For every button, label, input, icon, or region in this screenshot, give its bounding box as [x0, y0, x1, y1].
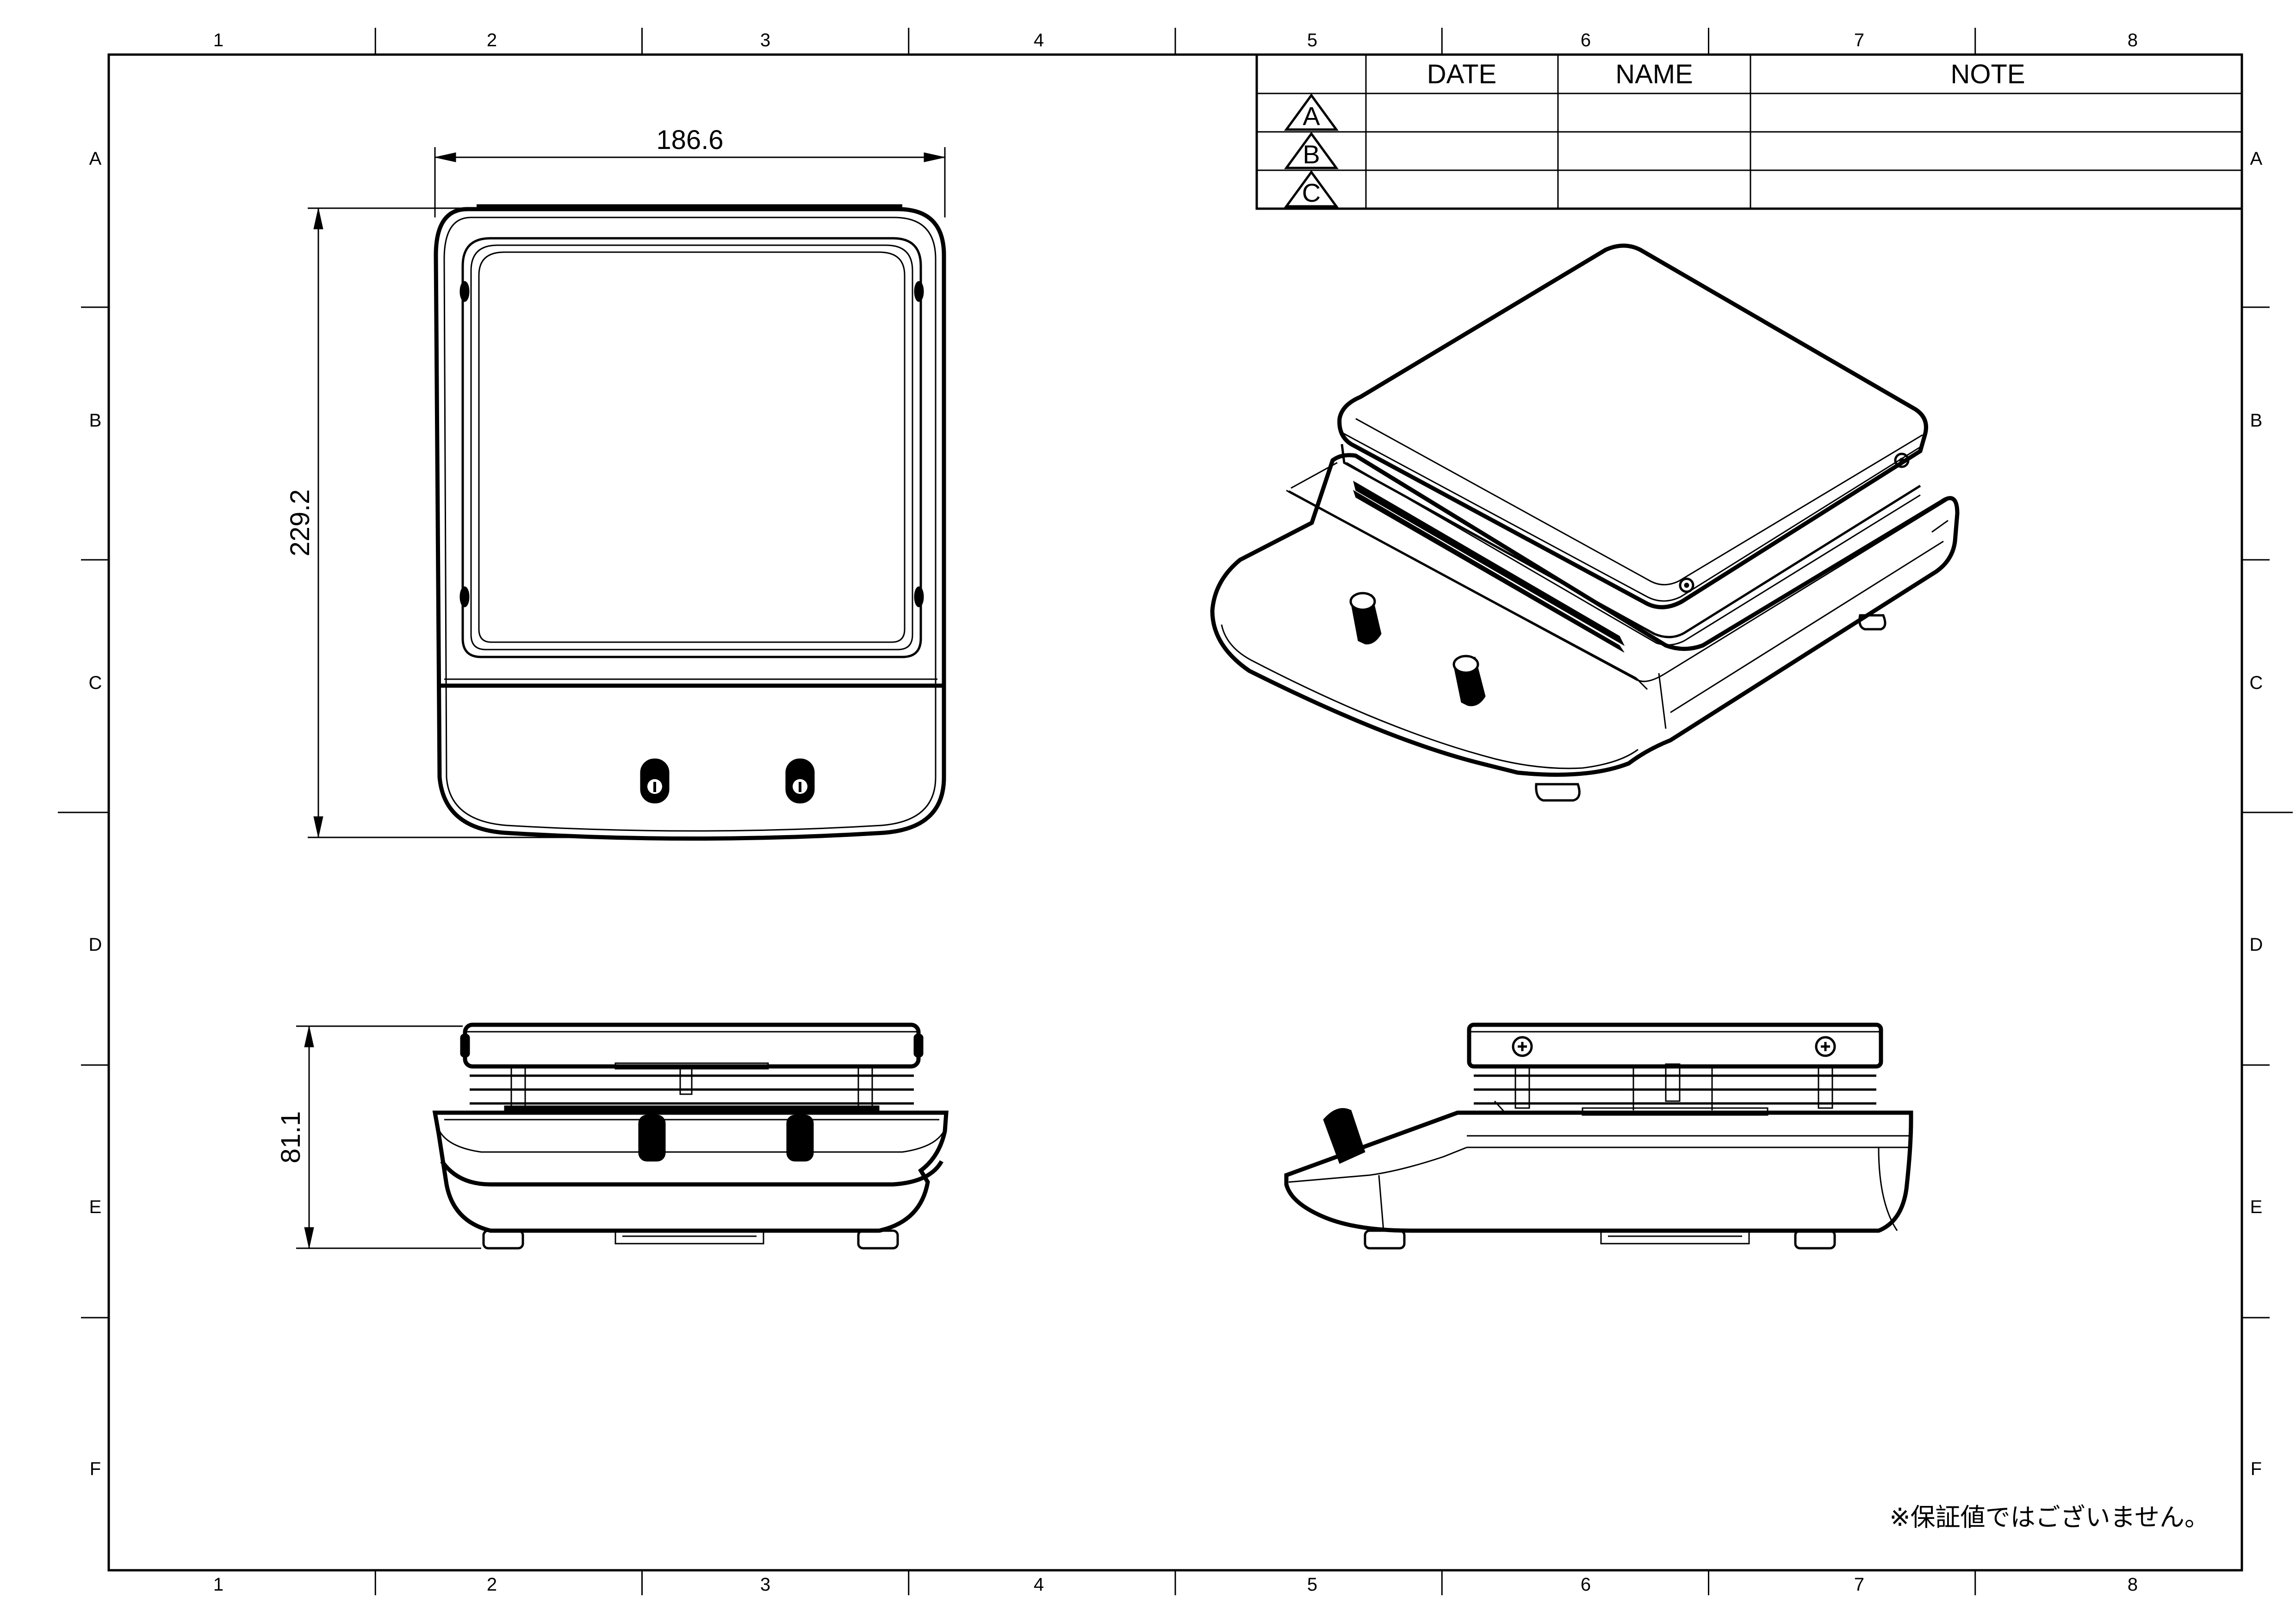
dimension-depth-label: 229.2 [285, 489, 315, 556]
revision-triangle-icon [1284, 93, 1339, 131]
width-dimension: 186.6 [434, 125, 946, 217]
revision-triangle-icon [1284, 131, 1339, 169]
revision-triangle-icon [1284, 170, 1339, 208]
revision-mark-a: A [1303, 101, 1320, 130]
dimension-height-label: 81.1 [276, 1111, 306, 1164]
col-label-bottom-4: 4 [1034, 1574, 1044, 1595]
row-label-right-E: E [2250, 1197, 2263, 1217]
zone-labels: 1 2 3 4 5 6 7 8 1 2 3 4 5 6 7 8 A B C D … [89, 30, 2263, 1595]
row-label-right-C: C [2250, 673, 2263, 693]
row-zone-ticks [58, 306, 2293, 1319]
height-dimension: 81.1 [276, 1025, 481, 1249]
dimension-width-label: 186.6 [656, 125, 723, 155]
front-view: 81.1 [276, 1022, 949, 1250]
revision-header-name: NAME [1615, 59, 1693, 89]
revision-row-a: A [1284, 93, 1339, 131]
knob-left [640, 758, 670, 804]
column-zone-ticks [374, 28, 1976, 1595]
side-view [1284, 1022, 1913, 1250]
row-label-right-B: B [2250, 410, 2263, 431]
revision-row-b: B [1284, 131, 1339, 169]
revision-row-c: C [1284, 170, 1339, 208]
row-label-right-D: D [2250, 935, 2263, 955]
row-label-right-F: F [2251, 1459, 2262, 1479]
footnote-disclaimer: ※保証値ではございません。 [1889, 1504, 2209, 1531]
col-label-bottom-5: 5 [1307, 1574, 1317, 1595]
row-label-left-D: D [89, 935, 102, 955]
depth-dimension: 229.2 [285, 207, 602, 838]
col-label-top-8: 8 [2128, 30, 2138, 50]
col-label-top-3: 3 [760, 30, 770, 50]
top-view: 186.6 229.2 [285, 125, 946, 841]
revision-mark-c: C [1302, 178, 1321, 207]
iso-knob-left [1349, 592, 1382, 644]
col-label-top-5: 5 [1307, 30, 1317, 50]
col-label-bottom-2: 2 [487, 1574, 497, 1595]
row-label-right-A: A [2250, 149, 2263, 169]
revision-table: DATE NAME NOTE A B C [1255, 53, 2243, 210]
row-label-left-F: F [90, 1459, 101, 1479]
row-label-left-A: A [89, 149, 102, 169]
revision-header-note: NOTE [1950, 59, 2025, 89]
col-label-bottom-7: 7 [1854, 1574, 1864, 1595]
row-label-left-B: B [89, 410, 102, 431]
isometric-view [1210, 243, 1960, 802]
col-label-top-1: 1 [213, 30, 223, 50]
col-label-top-4: 4 [1034, 30, 1044, 50]
col-label-bottom-6: 6 [1581, 1574, 1591, 1595]
col-label-top-7: 7 [1854, 30, 1864, 50]
row-label-left-C: C [89, 673, 102, 693]
knob-right [785, 758, 815, 804]
iso-knob-right [1452, 655, 1486, 706]
revision-header-date: DATE [1427, 59, 1496, 89]
col-label-top-2: 2 [487, 30, 497, 50]
drawing-frame [58, 28, 2293, 1595]
revision-mark-b: B [1303, 140, 1320, 169]
col-label-bottom-1: 1 [213, 1574, 223, 1595]
row-label-left-E: E [89, 1197, 102, 1217]
col-label-bottom-8: 8 [2128, 1574, 2138, 1595]
col-label-top-6: 6 [1581, 30, 1591, 50]
col-label-bottom-3: 3 [760, 1574, 770, 1595]
